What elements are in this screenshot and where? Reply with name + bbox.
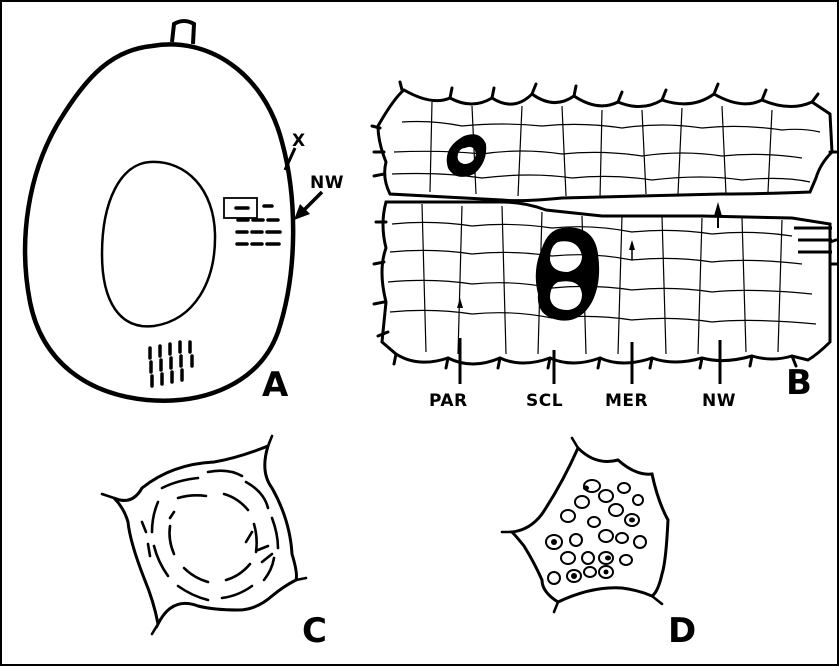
panel-d: D bbox=[502, 438, 696, 651]
nw-inner-arrow bbox=[714, 202, 722, 216]
label-mer: MER bbox=[605, 391, 648, 411]
label-par: PAR bbox=[429, 391, 468, 411]
tissue-band-upper bbox=[378, 90, 832, 201]
label-x: X bbox=[292, 131, 306, 151]
label-nw-a: NW bbox=[310, 173, 344, 193]
panel-c: C bbox=[102, 436, 327, 651]
panel-letter-c: C bbox=[302, 611, 327, 651]
panel-letter-a: A bbox=[262, 365, 289, 405]
cell-c-outline bbox=[114, 446, 297, 624]
panel-a: X NW A bbox=[25, 21, 344, 405]
label-nw-b: NW bbox=[702, 391, 736, 411]
panel-b: PAR SCL MER NW B bbox=[372, 82, 836, 411]
label-scl: SCL bbox=[526, 391, 563, 411]
panel-letter-b: B bbox=[786, 363, 812, 403]
tissue-band-lower bbox=[382, 202, 830, 364]
panel-letter-d: D bbox=[668, 611, 696, 651]
fruit-stalk bbox=[172, 21, 194, 44]
